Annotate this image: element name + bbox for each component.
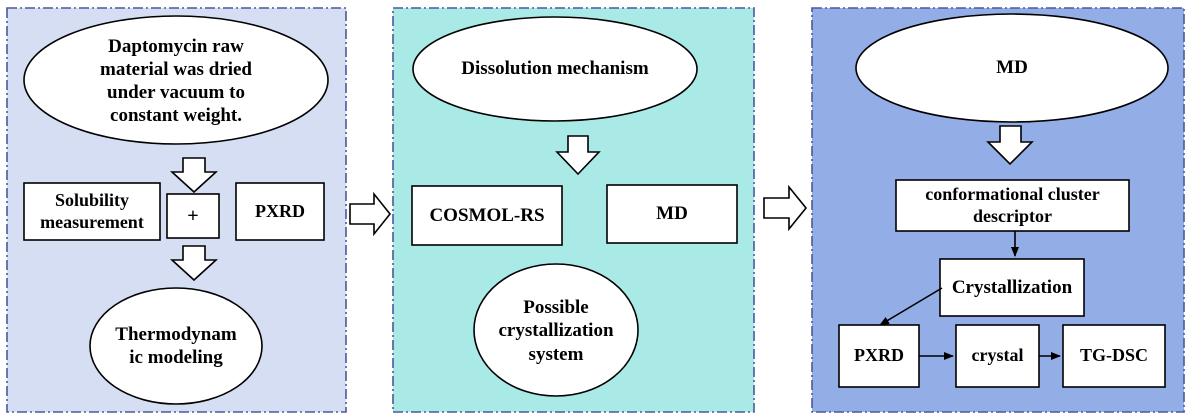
end-label: Thermodynam ic modeling xyxy=(115,323,237,368)
tgdsc-box xyxy=(1062,324,1166,388)
start-ellipse xyxy=(23,15,329,145)
block-arrow-down-2 xyxy=(169,245,219,282)
crystallization-label: Crystallization xyxy=(951,276,1073,298)
crystal-box xyxy=(955,324,1040,388)
end-ellipse xyxy=(89,287,263,405)
crystallization-box xyxy=(939,258,1085,317)
panel-arrow-2 xyxy=(763,184,808,232)
arrow-crystallization-to-pxrd xyxy=(879,287,943,326)
crystallization-system-label: Possible crystallization system xyxy=(498,297,614,365)
panel-arrow-1 xyxy=(349,191,392,237)
tgdsc-label: TG-DSC xyxy=(1079,345,1148,366)
crystallization-system-ellipse xyxy=(473,263,639,397)
pxrd-box-2 xyxy=(838,324,920,388)
md-label-1: MD xyxy=(656,203,688,225)
start-label: Daptomycin raw material was dried under … xyxy=(100,35,252,127)
block-arrow-down-1 xyxy=(169,157,219,194)
md-label-2: MD xyxy=(996,57,1028,79)
md-box xyxy=(606,184,738,244)
cosmol-label: COSMOL-RS xyxy=(429,204,545,226)
pxrd-label-1: PXRD xyxy=(255,200,305,221)
plus-label: + xyxy=(187,204,199,227)
plus-box xyxy=(166,193,220,239)
crystal-label: crystal xyxy=(971,345,1024,366)
pxrd-box-1 xyxy=(235,182,325,241)
descriptor-box xyxy=(895,179,1130,232)
block-arrow-down-4 xyxy=(986,125,1034,166)
block-arrow-down-3 xyxy=(555,135,601,176)
dissolution-ellipse xyxy=(412,16,698,122)
descriptor-label: conformational cluster descriptor xyxy=(925,183,1100,226)
solubility-label: Solubility measurement xyxy=(40,189,144,232)
cosmol-box xyxy=(411,185,563,246)
dissolution-label: Dissolution mechanism xyxy=(461,58,649,80)
md-ellipse xyxy=(855,13,1169,123)
solubility-box xyxy=(23,182,161,241)
pxrd-label-2: PXRD xyxy=(854,345,904,366)
